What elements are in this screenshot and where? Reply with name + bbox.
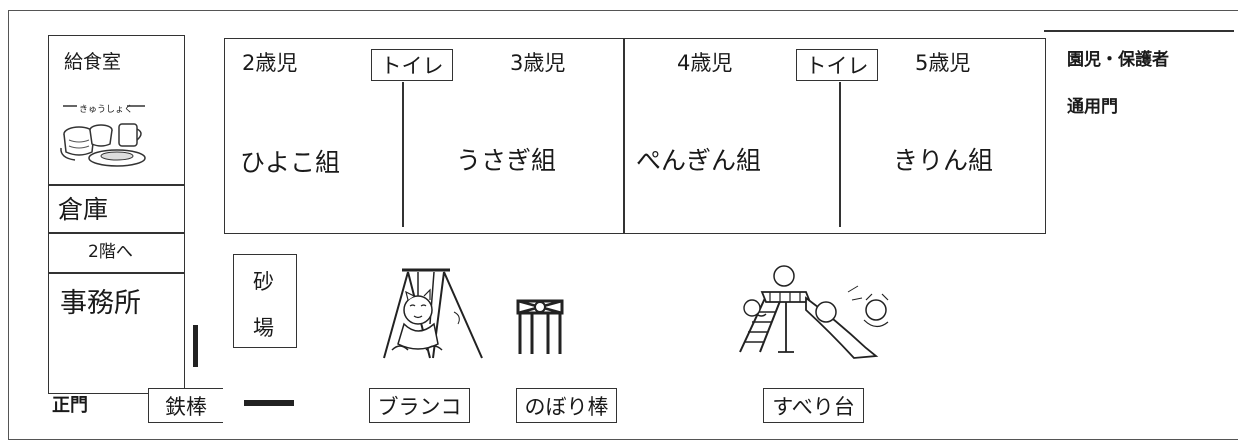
sandbox-label-1: 砂 [253, 270, 274, 294]
kitchen-sign-text: きゅうしょく [79, 104, 133, 115]
sandbox-label-2: 場 [253, 316, 274, 340]
toilet-2-label: トイレ [796, 49, 878, 81]
wall-between-3-4 [623, 38, 625, 233]
climbing-pole-label: のぼり棒 [516, 388, 617, 423]
stairs-label: 2階へ [88, 242, 133, 262]
divider-stairs-office [48, 272, 185, 274]
left-building [48, 35, 185, 394]
parents-gate-line1: 園児・保護者 [1067, 50, 1169, 70]
wall-between-2-3 [402, 82, 404, 227]
swing-label: ブランコ [369, 388, 470, 423]
slide-illustration-icon [726, 262, 898, 362]
sandbox [233, 254, 297, 348]
storage-label: 倉庫 [58, 195, 109, 224]
divider-kitchen-storage [48, 184, 185, 186]
lunch-illustration-icon: きゅうしょく [57, 100, 152, 170]
parents-gate-line2: 通用門 [1067, 97, 1118, 117]
climbing-pole-icon [514, 298, 566, 356]
toilet-1-label: トイレ [371, 49, 453, 81]
post-marker [193, 325, 198, 367]
wall-between-4-5 [839, 82, 841, 227]
age4-label: 4歳児 [677, 51, 733, 75]
site-frame [8, 10, 1238, 440]
main-gate-label: 正門 [52, 395, 88, 416]
swing-illustration-icon [378, 264, 488, 364]
top-roof-line [1044, 30, 1234, 32]
class-pengin: ぺんぎん組 [636, 146, 762, 175]
class-usagi: うさぎ組 [456, 146, 557, 175]
age2-label: 2歳児 [242, 51, 298, 75]
age5-label: 5歳児 [915, 51, 971, 75]
office-label: 事務所 [60, 288, 141, 319]
bars-label: 鉄棒 [148, 388, 223, 423]
class-kirin: きりん組 [893, 146, 994, 175]
iron-bar-icon [244, 400, 294, 406]
class-hiyoko: ひよこ組 [240, 148, 341, 177]
divider-storage-stairs [48, 232, 185, 234]
slide-label: すべり台 [763, 388, 864, 423]
age3-label: 3歳児 [510, 51, 566, 75]
classroom-block [224, 38, 1046, 234]
kitchen-label: 給食室 [64, 51, 122, 73]
